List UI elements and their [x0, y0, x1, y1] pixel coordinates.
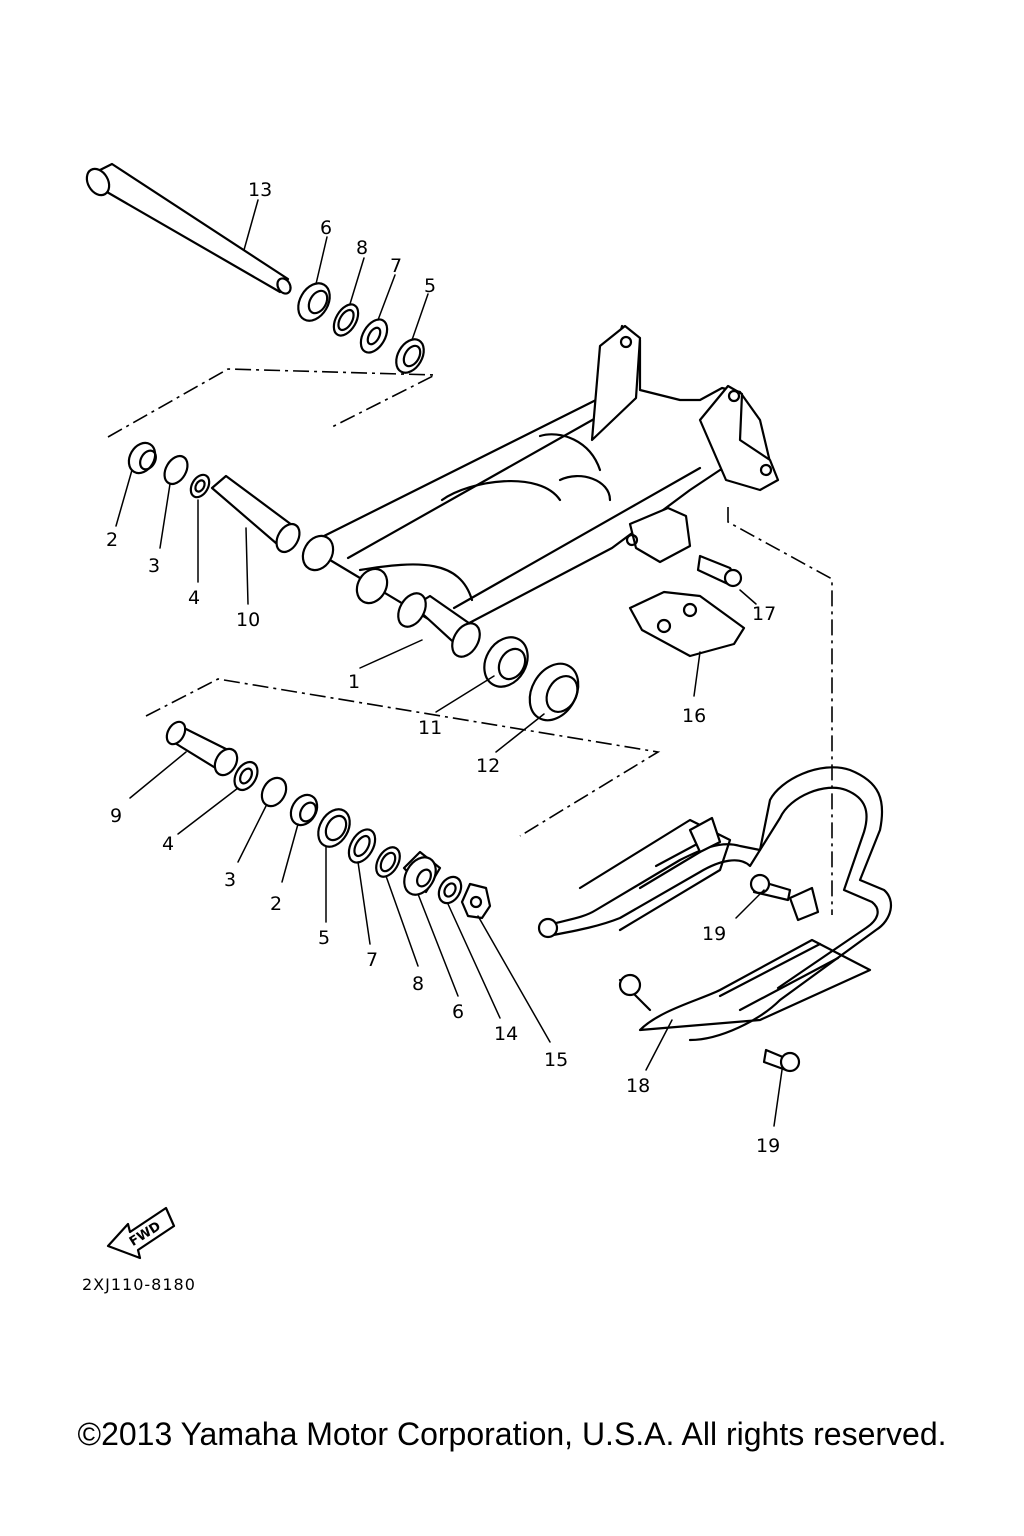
callout-3-upper: 3 — [148, 555, 160, 577]
callout-6-upper: 6 — [320, 217, 332, 239]
callout-8-upper: 8 — [356, 237, 368, 259]
callout-19-upper: 19 — [702, 923, 726, 945]
callout-19-lower: 19 — [756, 1135, 780, 1157]
callout-7-upper: 7 — [390, 255, 402, 277]
callout-4-lower: 4 — [162, 833, 174, 855]
callout-1: 1 — [348, 671, 360, 693]
lower-bearing-set — [165, 720, 492, 920]
callout-13: 13 — [248, 179, 272, 201]
callout-17: 17 — [752, 603, 776, 625]
swing-arm — [301, 324, 780, 658]
callout-7-lower: 7 — [366, 949, 378, 971]
callout-5-lower: 5 — [318, 927, 330, 949]
callout-2-lower: 2 — [270, 893, 282, 915]
callout-16: 16 — [682, 705, 706, 727]
callout-10: 10 — [236, 609, 260, 631]
pivot-shaft — [85, 162, 292, 295]
callout-3-lower: 3 — [224, 869, 236, 891]
assembly-leaders — [107, 368, 833, 915]
chain-guard — [628, 554, 746, 658]
callout-15: 15 — [544, 1049, 568, 1071]
callout-leaders — [115, 199, 783, 1127]
diagram-part-code: 2XJ110-8180 — [82, 1275, 196, 1294]
callout-18: 18 — [626, 1075, 650, 1097]
arm-bushings — [483, 636, 580, 722]
upper-bearing-set — [127, 441, 301, 554]
callout-5-upper: 5 — [424, 275, 436, 297]
callout-12: 12 — [476, 755, 500, 777]
callout-labels: 13 6 8 7 5 2 3 4 10 1 11 12 16 17 9 4 3 … — [106, 179, 780, 1157]
callout-11: 11 — [418, 717, 442, 739]
callout-4-upper: 4 — [188, 587, 200, 609]
callout-6-lower: 6 — [452, 1001, 464, 1023]
callout-2-upper: 2 — [106, 529, 118, 551]
callout-14: 14 — [494, 1023, 518, 1045]
copyright-notice: ©2013 Yamaha Motor Corporation, U.S.A. A… — [77, 1416, 947, 1452]
footrest-guard — [537, 766, 893, 1042]
callout-8-lower: 8 — [412, 973, 424, 995]
fwd-arrow-icon: FWD — [106, 1206, 176, 1260]
upper-seal-set — [297, 282, 425, 374]
callout-9: 9 — [110, 805, 122, 827]
